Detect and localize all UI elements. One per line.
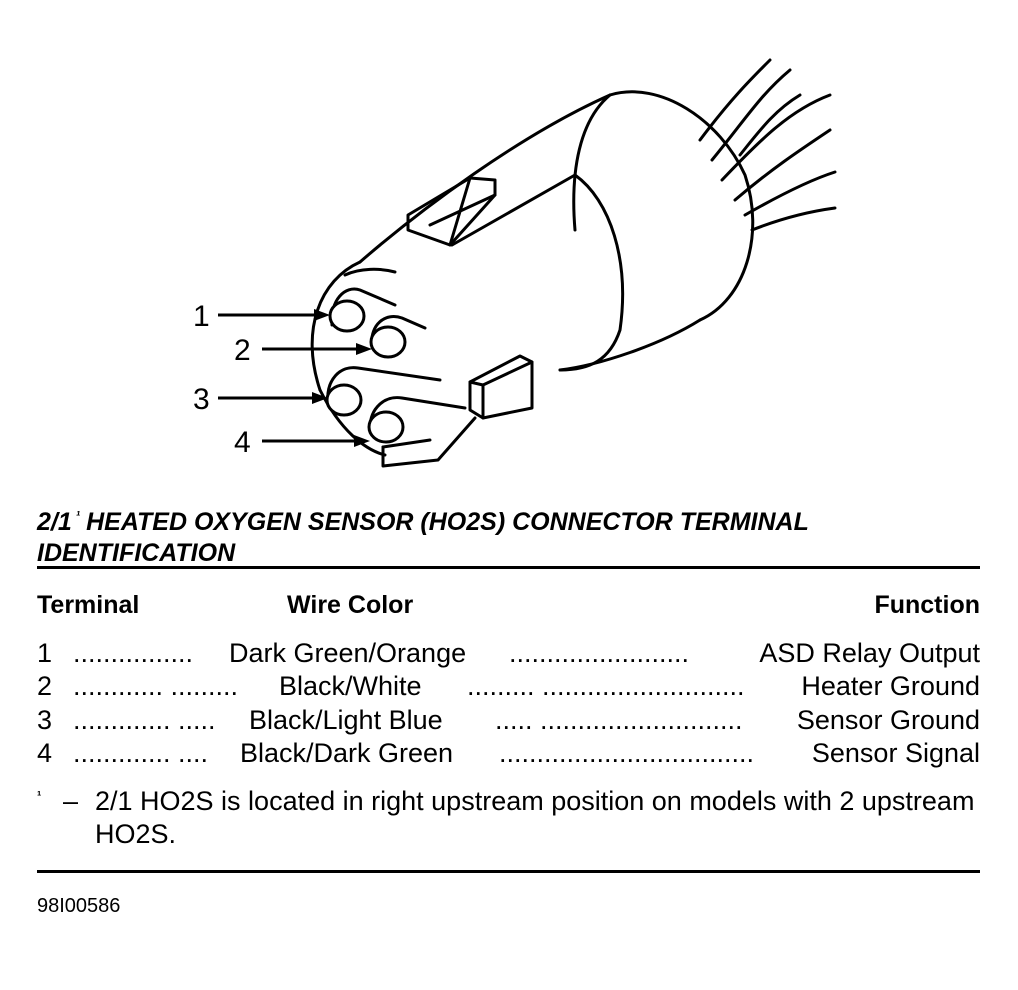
row-function: ASD Relay Output [759,638,980,668]
table-row: 2 ............ ......... Black/White ...… [37,670,980,703]
row-wire-color: Black/Dark Green [240,738,454,768]
row-leader-b: .................................. [499,738,755,768]
wire-bundle [698,58,837,232]
terminal-pin-2 [369,315,427,359]
header-terminal: Terminal [37,591,140,619]
callout-label-3: 3 [193,383,210,416]
row-leader-a: ............. .... [73,738,209,768]
row-leader-b: ..... ........................... [495,705,743,735]
row-leader-b: ........................ [509,638,690,668]
title-line-1: HEATED OXYGEN SENSOR (HO2S) CONNECTOR TE… [86,508,809,536]
row-leader-a: ............. ..... [73,705,216,735]
terminal-pin-1 [328,287,397,333]
figure-id: 98I00586 [37,895,121,917]
connector-diagram: 1 2 3 4 [193,58,837,468]
row-terminal: 2 [37,671,53,701]
row-function: Sensor Signal [811,738,980,768]
row-wire-color: Dark Green/Orange [229,638,467,668]
callout-label-2: 2 [234,334,251,367]
title-footnote-mark: ¹ [75,508,81,523]
callout-arrows [218,309,372,447]
row-leader-b: ......... ........................... [467,671,745,701]
row-terminal: 3 [37,705,53,735]
connector-body [310,90,755,468]
row-wire-color: Black/White [279,671,422,701]
row-terminal: 1 [37,638,53,668]
table-row: 3 ............. ..... Black/Light Blue .… [37,704,980,737]
terminal-pin-3 [325,366,442,417]
header-function: Function [874,591,980,619]
footnote-mark: ¹ [37,788,42,803]
callout-label-4: 4 [234,426,251,459]
footnote-dash: – [63,786,79,816]
top-divider [37,566,980,569]
row-function: Heater Ground [801,671,980,701]
callout-label-1: 1 [193,300,210,333]
row-leader-a: ................ [73,638,194,668]
title-prefix: 2/1 [37,508,72,536]
table-row: 1 ................ Dark Green/Orange ...… [37,637,980,670]
table-header: Terminal Wire Color Function [37,591,980,623]
terminal-pins [325,287,467,444]
table-row: 4 ............. .... Black/Dark Green ..… [37,737,980,770]
title-line-2: IDENTIFICATION [37,539,236,567]
footnote-text: 2/1 HO2S is located in right upstream po… [95,786,975,849]
row-wire-color: Black/Light Blue [249,705,443,735]
row-terminal: 4 [37,738,53,768]
bottom-divider [37,870,980,873]
header-wire-color: Wire Color [287,591,414,619]
row-leader-a: ............ ......... [73,671,239,701]
row-function: Sensor Ground [796,705,980,735]
terminal-pin-4 [367,396,467,444]
